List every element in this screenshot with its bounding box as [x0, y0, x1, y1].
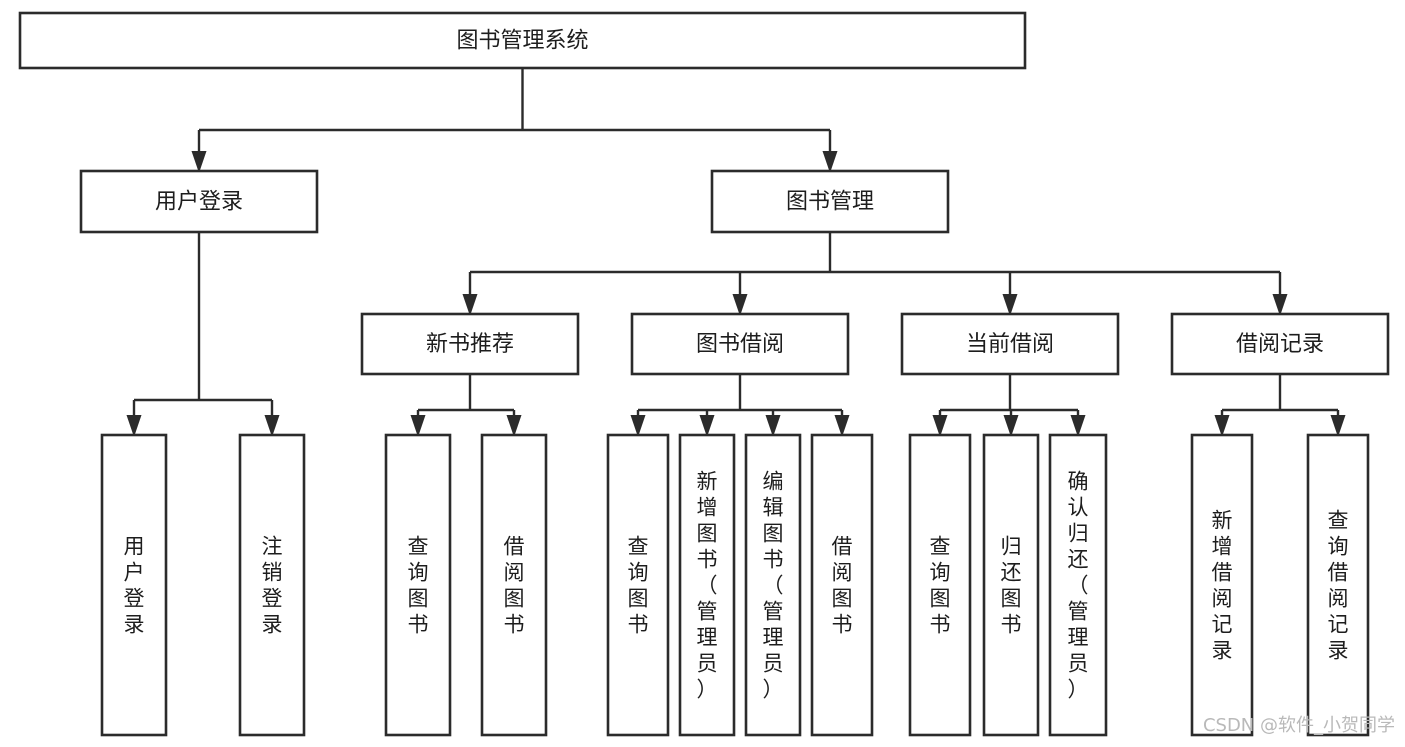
node-label: 图书管理系统	[456, 29, 588, 54]
node-box[interactable]	[79, 169, 319, 234]
node-box[interactable]	[630, 312, 850, 376]
node-box[interactable]	[384, 433, 452, 737]
csdn-watermark: CSDN @软件_小贺同学	[1203, 715, 1395, 736]
node-user-login[interactable]: 用户登录	[79, 169, 319, 234]
arrow-head-icon	[410, 415, 426, 437]
arrow-head-icon	[932, 415, 948, 437]
node-box[interactable]	[1048, 433, 1108, 737]
arrow-head-icon	[822, 151, 838, 173]
node-box[interactable]	[900, 312, 1120, 376]
node-leaf-query-book-3[interactable]: 查询图书	[908, 433, 972, 737]
node-box[interactable]	[982, 433, 1040, 737]
node-box[interactable]	[238, 433, 306, 737]
arrow-head-icon	[765, 415, 781, 437]
node-label: 当前借阅	[966, 332, 1054, 357]
connector-layer	[126, 68, 1346, 437]
node-box[interactable]	[606, 433, 670, 737]
arrow-head-icon	[732, 294, 748, 316]
node-leaf-query-book-1[interactable]: 查询图书	[384, 433, 452, 737]
node-borrow-record[interactable]: 借阅记录	[1170, 312, 1390, 376]
node-box[interactable]	[18, 11, 1027, 70]
node-leaf-return-book[interactable]: 归还图书	[982, 433, 1040, 737]
arrow-head-icon	[191, 151, 207, 173]
arrow-head-icon	[1002, 294, 1018, 316]
node-label: 图书管理	[786, 190, 874, 215]
arrow-head-icon	[506, 415, 522, 437]
node-layer: 图书管理系统用户登录图书管理新书推荐图书借阅当前借阅借阅记录用户登录注销登录查询…	[18, 11, 1390, 737]
node-label: 借阅图书	[504, 534, 525, 636]
node-box[interactable]	[100, 433, 168, 737]
node-current-borrow[interactable]: 当前借阅	[900, 312, 1120, 376]
node-leaf-user-login[interactable]: 用户登录	[100, 433, 168, 737]
node-box[interactable]	[1170, 312, 1390, 376]
arrow-head-icon	[699, 415, 715, 437]
node-box[interactable]	[1190, 433, 1254, 737]
node-leaf-borrow-book-2[interactable]: 借阅图书	[810, 433, 874, 737]
node-leaf-user-logout[interactable]: 注销登录	[238, 433, 306, 737]
arrow-head-icon	[1214, 415, 1230, 437]
node-label: 新书推荐	[426, 332, 514, 357]
arrow-head-icon	[834, 415, 850, 437]
node-box[interactable]	[744, 433, 802, 737]
node-label: 查询图书	[408, 534, 429, 636]
node-label: 注销登录	[262, 534, 283, 636]
node-label: 借阅图书	[832, 534, 853, 636]
node-label: 归还图书	[1001, 534, 1022, 636]
node-book-borrow[interactable]: 图书借阅	[630, 312, 850, 376]
node-label: 确认归还（管理员）	[1068, 469, 1089, 701]
node-book-manage[interactable]: 图书管理	[710, 169, 950, 234]
node-box[interactable]	[480, 433, 548, 737]
node-leaf-confirm-return-admin[interactable]: 确认归还（管理员）	[1048, 433, 1108, 737]
node-box[interactable]	[908, 433, 972, 737]
node-box[interactable]	[1306, 433, 1370, 737]
arrow-head-icon	[126, 415, 142, 437]
arrow-head-icon	[630, 415, 646, 437]
node-leaf-add-borrow-record[interactable]: 新增借阅记录	[1190, 433, 1254, 737]
arrow-head-icon	[264, 415, 280, 437]
node-leaf-query-borrow-record[interactable]: 查询借阅记录	[1306, 433, 1370, 737]
node-label: 用户登录	[124, 534, 145, 636]
arrow-head-icon	[1070, 415, 1086, 437]
node-leaf-borrow-book-1[interactable]: 借阅图书	[480, 433, 548, 737]
node-leaf-query-book-2[interactable]: 查询图书	[606, 433, 670, 737]
node-new-book-rec[interactable]: 新书推荐	[360, 312, 580, 376]
node-label: 编辑图书（管理员）	[763, 469, 784, 701]
node-leaf-add-book-admin[interactable]: 新增图书（管理员）	[678, 433, 736, 737]
node-label: 查询借阅记录	[1328, 508, 1349, 662]
node-box[interactable]	[360, 312, 580, 376]
node-label: 新增图书（管理员）	[697, 469, 718, 701]
node-box[interactable]	[710, 169, 950, 234]
node-label: 查询图书	[930, 534, 951, 636]
node-label: 图书借阅	[696, 332, 784, 357]
arrow-head-icon	[1272, 294, 1288, 316]
node-label: 用户登录	[155, 190, 243, 215]
node-label: 新增借阅记录	[1212, 508, 1233, 662]
node-label: 查询图书	[628, 534, 649, 636]
arrow-head-icon	[1330, 415, 1346, 437]
arrow-head-icon	[462, 294, 478, 316]
arrow-head-icon	[1003, 415, 1019, 437]
node-root[interactable]: 图书管理系统	[18, 11, 1027, 70]
node-box[interactable]	[678, 433, 736, 737]
node-leaf-edit-book-admin[interactable]: 编辑图书（管理员）	[744, 433, 802, 737]
node-box[interactable]	[810, 433, 874, 737]
node-label: 借阅记录	[1236, 332, 1324, 357]
